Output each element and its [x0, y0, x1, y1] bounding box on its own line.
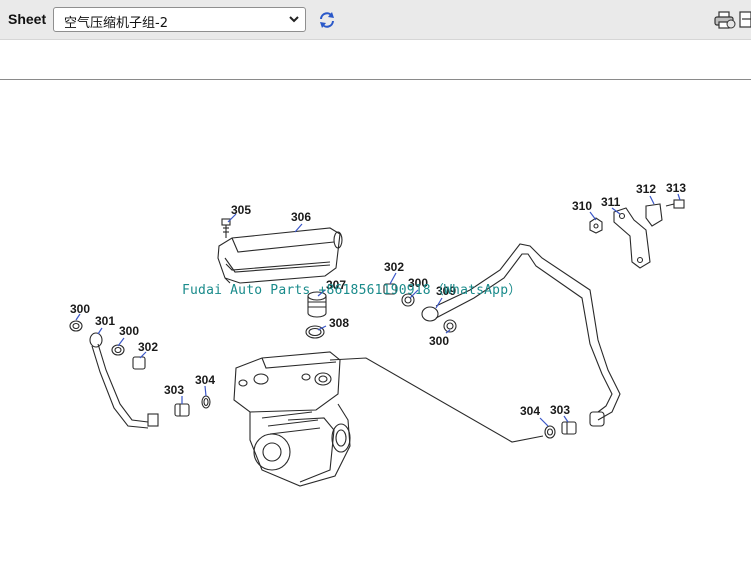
sheet-label: Sheet [8, 11, 47, 27]
refresh-icon[interactable] [317, 10, 337, 30]
sheet-select-value: 空气压缩机子组-2 [64, 16, 168, 31]
callout-label: 300 [70, 302, 91, 316]
watermark-text: Fudai Auto Parts +8618561190918（WhatsApp… [182, 283, 522, 298]
callout-label: 301 [95, 314, 116, 328]
callout-label: 313 [666, 181, 687, 195]
toolbar: Sheet 空气压缩机子组-2 [0, 0, 751, 40]
sheet-select[interactable]: 空气压缩机子组-2 [53, 7, 306, 32]
callout-label: 304 [195, 373, 216, 387]
callout-label: 307 [326, 278, 347, 292]
callout-label: 310 [572, 199, 593, 213]
parts-diagram[interactable]: 305 306 302 300 309 307 308 300 310 311 … [0, 81, 751, 572]
content-header-band [0, 40, 751, 80]
print-icon[interactable] [713, 10, 737, 30]
parts-drawing [69, 193, 685, 487]
callout-label: 302 [138, 340, 159, 354]
callout-label: 300 [119, 324, 140, 338]
callout-label: 303 [550, 403, 571, 417]
chevron-down-icon [289, 16, 299, 23]
callout-label: 311 [601, 195, 621, 209]
callout-label: 305 [231, 203, 252, 217]
callout-label: 308 [329, 316, 350, 330]
callout-label: 309 [436, 284, 457, 298]
callout-label: 302 [384, 260, 405, 274]
callout-label: 312 [636, 182, 657, 196]
callout-label: 303 [164, 383, 185, 397]
callout-label: 300 [408, 276, 429, 290]
callout-label: 306 [291, 210, 312, 224]
callout-label: 304 [520, 404, 541, 418]
export-icon[interactable] [739, 11, 751, 28]
callout-label: 300 [429, 334, 450, 348]
